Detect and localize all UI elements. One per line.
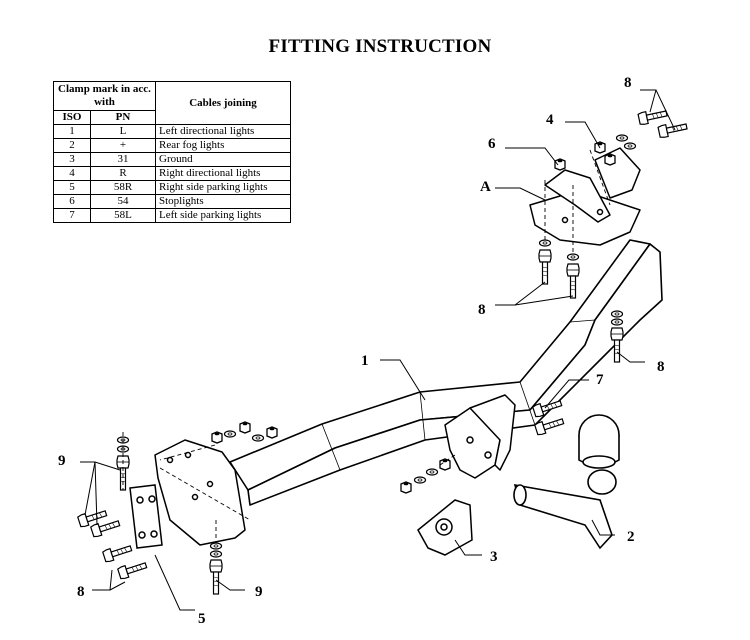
cell-pn: 58R [90, 180, 156, 195]
part-label-9-bottom: 9 [255, 584, 263, 600]
clamp-plate [129, 484, 163, 549]
cell-cable: Right side parking lights [155, 180, 291, 195]
right-side-bracket [529, 147, 641, 246]
cable-clamp-table: Clamp mark in acc. with Cables joining I… [53, 81, 291, 223]
page-title: FITTING INSTRUCTION [268, 36, 492, 57]
socket-plate [417, 499, 473, 556]
table-row: 5 58R Right side parking lights [53, 180, 291, 195]
part-label-1: 1 [361, 353, 369, 369]
left-side-bracket [154, 439, 246, 546]
table-row: 3 31 Ground [53, 152, 291, 167]
callout-leaders [80, 89, 676, 611]
part-label-3: 3 [490, 549, 498, 565]
part-label-6: 6 [488, 136, 496, 152]
part-label-4: 4 [546, 112, 554, 128]
part-label-8-right: 8 [657, 359, 665, 375]
center-mount [444, 394, 516, 479]
header-pn: PN [90, 110, 156, 125]
table-subheader-row: ISO PN [53, 110, 291, 125]
part-label-7: 7 [596, 372, 604, 388]
table-row: 2 + Rear fog lights [53, 138, 291, 153]
part-label-5: 5 [198, 611, 206, 627]
tow-ball [513, 414, 620, 550]
part-label-2: 2 [627, 529, 635, 545]
part-label-8-middle: 8 [478, 302, 486, 318]
header-clamp-mark: Clamp mark in acc. with [53, 81, 156, 111]
table-header-row: Clamp mark in acc. with Cables joining [53, 81, 291, 125]
assembly-dashed-lines [122, 149, 611, 540]
table-row: 7 58L Left side parking lights [53, 208, 291, 223]
table-row: 4 R Right directional lights [53, 166, 291, 181]
cell-cable: Left side parking lights [155, 208, 291, 223]
part-label-A: A [480, 179, 491, 195]
part-label-8-bottom-left: 8 [77, 584, 85, 600]
part-label-8-top: 8 [624, 75, 632, 91]
part-label-9-left: 9 [58, 453, 66, 469]
